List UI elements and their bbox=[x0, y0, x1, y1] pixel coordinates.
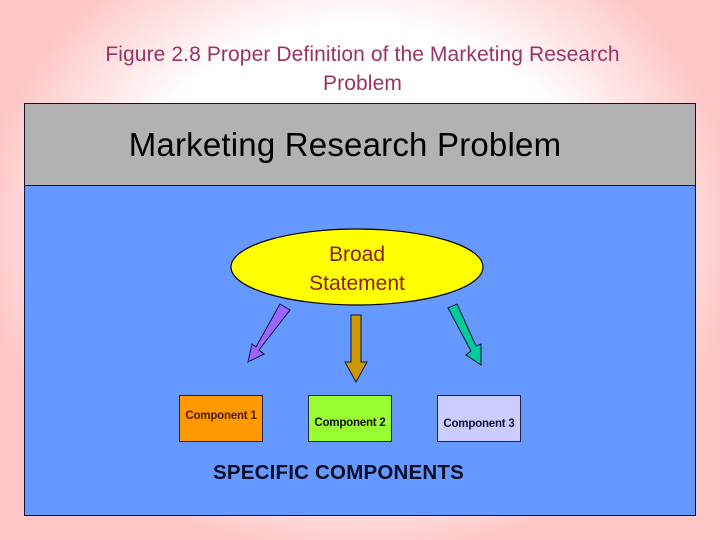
component-2-box: Component 2 bbox=[308, 395, 392, 442]
problem-header-text: Marketing Research Problem bbox=[128, 126, 562, 163]
problem-header-band: Marketing Research Problem bbox=[25, 104, 695, 186]
arrow-to-component-3-icon bbox=[447, 303, 482, 366]
broad-statement-label: Broad Statement bbox=[257, 240, 457, 298]
slide-title: Figure 2.8 Proper Definition of the Mark… bbox=[30, 40, 695, 98]
component-1-box: Component 1 bbox=[179, 395, 263, 442]
slide-title-line-2: Problem bbox=[323, 72, 402, 95]
diagram-panel: Marketing Research Problem bbox=[24, 103, 696, 516]
component-1-label: Component 1 bbox=[185, 409, 257, 422]
component-2-label: Component 2 bbox=[314, 416, 386, 429]
component-3-box: Component 3 bbox=[437, 395, 521, 442]
slide-title-line-1: Figure 2.8 Proper Definition of the Mark… bbox=[105, 43, 620, 66]
arrow-to-component-1-icon bbox=[247, 303, 291, 363]
specific-components-label: SPECIFIC COMPONENTS bbox=[213, 461, 464, 484]
broad-statement-line-2: Statement bbox=[309, 272, 405, 295]
arrow-to-component-2-icon bbox=[344, 314, 368, 384]
broad-statement-ellipse bbox=[230, 228, 484, 306]
component-3-label: Component 3 bbox=[443, 417, 515, 430]
broad-statement-line-1: Broad bbox=[328, 243, 386, 266]
